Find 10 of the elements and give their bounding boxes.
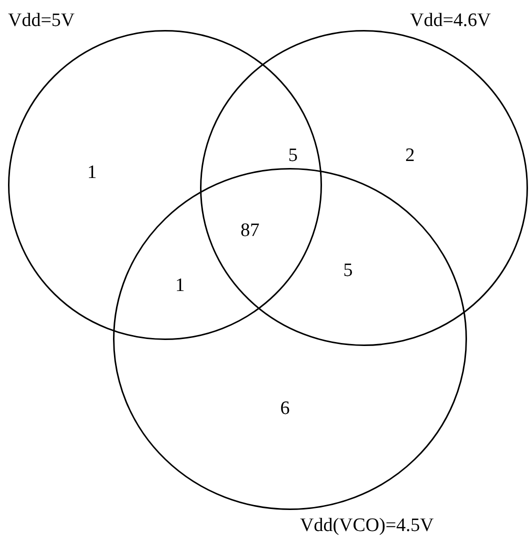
region-count: 2 (405, 146, 415, 165)
set-label: Vdd(VCO)=4.5V (300, 516, 434, 535)
set-label: Vdd=5V (8, 11, 75, 30)
region-count: 5 (288, 146, 298, 165)
region-count: 1 (175, 276, 185, 295)
set-label: Vdd=4.6V (410, 11, 491, 30)
region-count: 5 (343, 261, 353, 280)
region-count: 1 (87, 163, 97, 182)
region-count: 6 (280, 399, 290, 418)
region-count: 87 (240, 221, 260, 240)
